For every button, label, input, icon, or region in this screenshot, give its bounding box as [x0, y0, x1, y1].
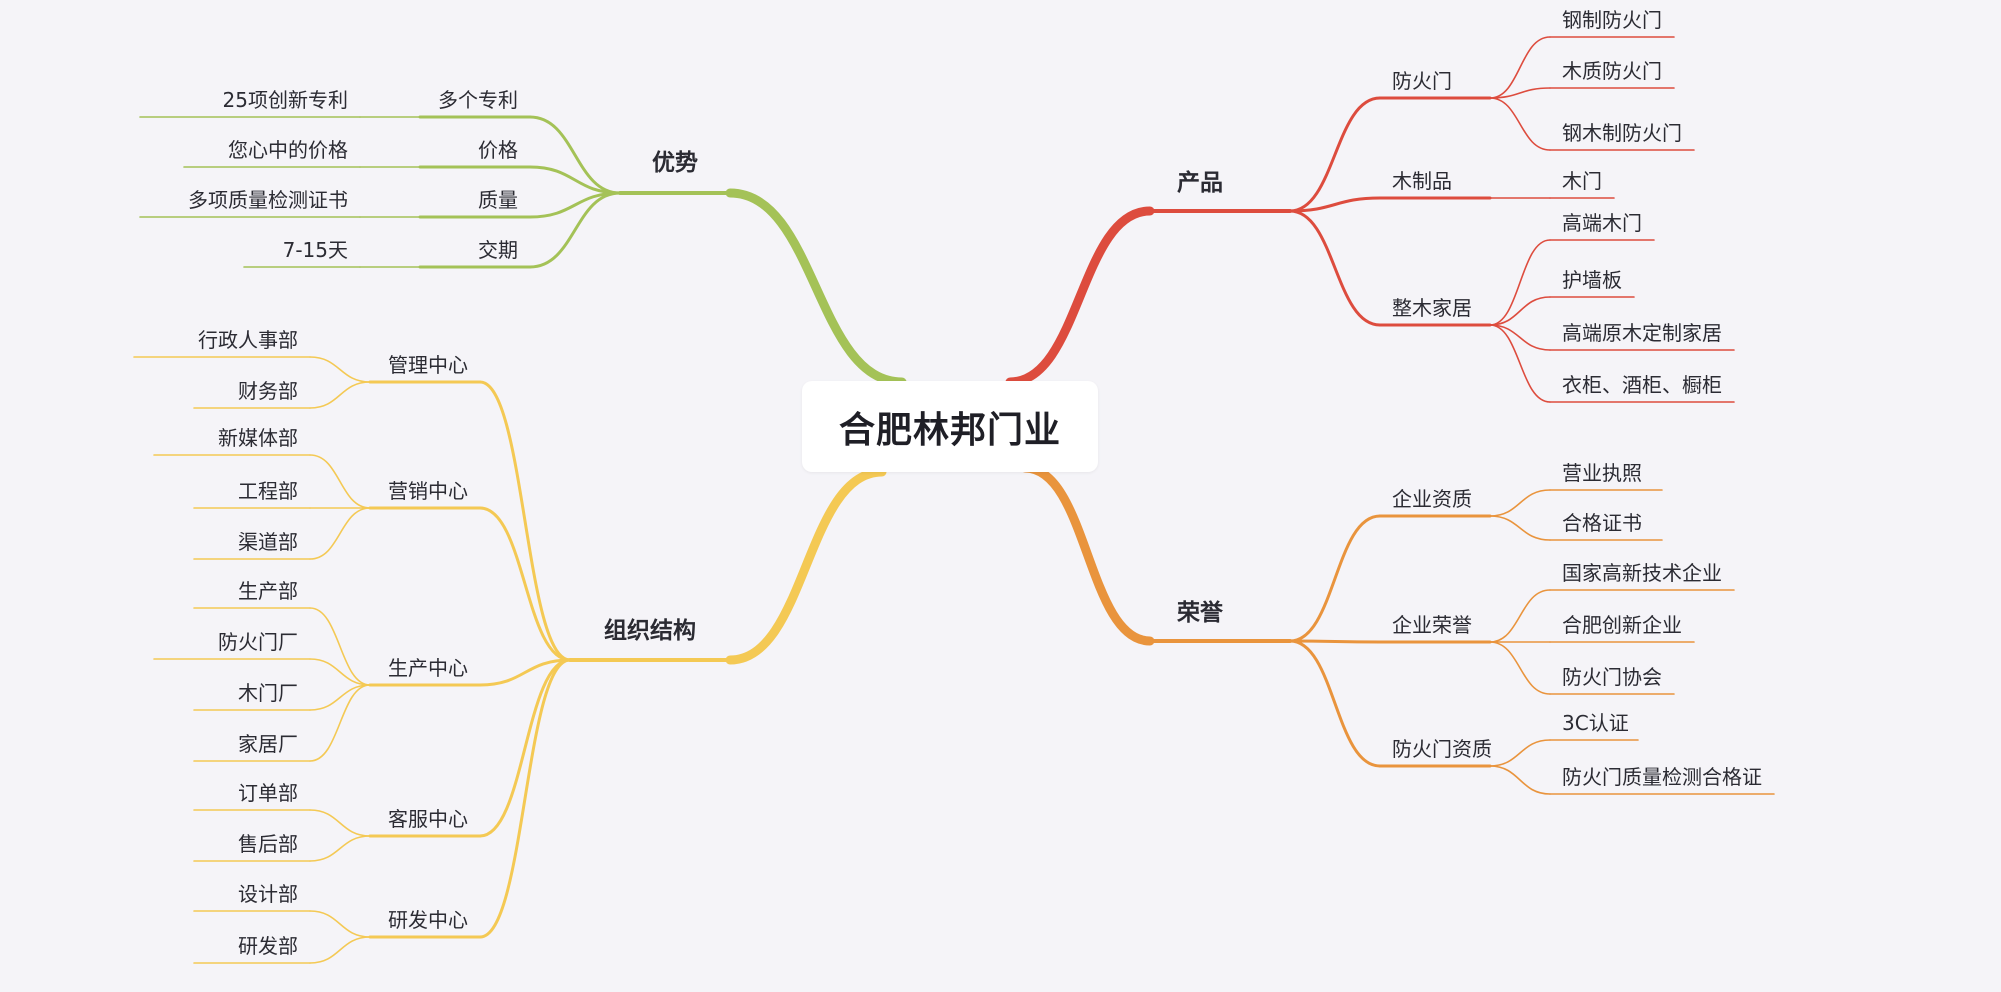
organization-leaf-topic[interactable]: 售后部: [238, 832, 298, 856]
advantages-sub-connector: [528, 165, 622, 195]
branch-label-honors[interactable]: 荣誉: [1176, 599, 1224, 626]
products-leaf-topic[interactable]: 钢制防火门: [1562, 8, 1662, 32]
honors-leaf-topic[interactable]: 营业执照: [1562, 461, 1642, 485]
honors-leaf-connector: [1489, 515, 1551, 541]
advantages-leaf-topic[interactable]: 7-15天: [283, 238, 348, 262]
honors-leaf-connector: [1489, 641, 1551, 695]
organization-leaf-topic[interactable]: 防火门厂: [218, 630, 298, 654]
organization-leaf-connector: [309, 910, 371, 938]
organization-leaf-topic[interactable]: 设计部: [238, 882, 298, 906]
advantages-sub-connector: [528, 191, 622, 269]
honors-leaf-connector: [1489, 765, 1551, 795]
products-leaf-connector: [1489, 296, 1551, 326]
organization-leaf-topic[interactable]: 木门厂: [238, 681, 298, 705]
honors-leaf-topic[interactable]: 3C认证: [1562, 711, 1629, 735]
products-sub-topic[interactable]: 木制品: [1392, 169, 1452, 193]
advantages-sub-topic[interactable]: 多个专利: [438, 88, 518, 112]
organization-sub-topic[interactable]: 生产中心: [388, 656, 468, 680]
organization-leaf-topic[interactable]: 渠道部: [238, 530, 298, 554]
organization-leaf-connector: [309, 356, 371, 383]
advantages-leaf-topic[interactable]: 25项创新专利: [223, 88, 348, 112]
organization-leaf-connector: [309, 454, 371, 509]
organization-leaf-connector: [309, 936, 371, 964]
organization-main-branch: [725, 467, 887, 665]
organization-leaf-topic[interactable]: 行政人事部: [198, 328, 298, 352]
advantages-main-branch: [725, 188, 907, 387]
products-leaf-connector: [1489, 324, 1551, 351]
honors-main-branch: [1020, 463, 1155, 646]
products-leaf-connector: [1489, 97, 1551, 151]
organization-leaf-topic[interactable]: 家居厂: [238, 732, 298, 756]
honors-leaf-connector: [1489, 489, 1551, 517]
advantages-sub-topic[interactable]: 质量: [478, 188, 518, 212]
organization-leaf-connector: [309, 684, 371, 762]
honors-leaf-topic[interactable]: 国家高新技术企业: [1562, 561, 1722, 585]
products-leaf-topic[interactable]: 高端木门: [1562, 211, 1642, 235]
products-leaf-connector: [1489, 239, 1551, 326]
products-leaf-connector: [1489, 87, 1551, 99]
organization-sub-topic[interactable]: 营销中心: [388, 479, 468, 503]
branch-label-advantages[interactable]: 优势: [652, 150, 698, 176]
products-main-branch: [1005, 206, 1155, 387]
branch-label-products[interactable]: 产品: [1177, 169, 1223, 196]
branch-label-organization[interactable]: 组织结构: [604, 617, 696, 644]
organization-sub-connector: [478, 380, 572, 662]
organization-leaf-topic[interactable]: 财务部: [238, 379, 298, 403]
central-topic-label: 合肥林邦门业: [838, 409, 1061, 451]
honors-sub-connector: [1288, 639, 1382, 644]
organization-leaf-topic[interactable]: 订单部: [238, 781, 298, 805]
products-leaf-connector: [1489, 36, 1551, 99]
organization-leaf-connector: [309, 658, 371, 686]
products-sub-connector: [1288, 96, 1382, 213]
organization-leaf-connector: [309, 835, 371, 862]
organization-sub-topic[interactable]: 客服中心: [388, 807, 468, 831]
organization-leaf-connector: [309, 607, 371, 686]
products-leaf-topic[interactable]: 衣柜、酒柜、橱柜: [1562, 373, 1722, 397]
organization-leaf-connector: [309, 809, 371, 837]
organization-sub-connector: [478, 506, 572, 662]
organization-sub-topic[interactable]: 管理中心: [388, 353, 468, 377]
honors-sub-topic[interactable]: 企业资质: [1392, 487, 1472, 511]
products-leaf-topic[interactable]: 高端原木定制家居: [1562, 321, 1722, 345]
honors-sub-topic[interactable]: 企业荣誉: [1392, 613, 1472, 637]
organization-leaf-connector: [309, 381, 371, 409]
organization-leaf-topic[interactable]: 生产部: [238, 579, 298, 603]
advantages-sub-connector: [528, 115, 622, 195]
honors-leaf-topic[interactable]: 防火门协会: [1562, 665, 1662, 689]
organization-leaf-topic[interactable]: 研发部: [238, 934, 298, 958]
advantages-sub-topic[interactable]: 交期: [478, 238, 518, 262]
organization-leaf-topic[interactable]: 新媒体部: [218, 426, 298, 450]
organization-sub-connector: [478, 658, 572, 838]
honors-sub-topic[interactable]: 防火门资质: [1392, 737, 1492, 761]
products-sub-connector: [1288, 196, 1382, 213]
advantages-leaf-topic[interactable]: 您心中的价格: [228, 138, 348, 162]
organization-leaf-topic[interactable]: 工程部: [238, 479, 298, 503]
central-topic[interactable]: 合肥林邦门业: [802, 381, 1098, 472]
products-sub-connector: [1288, 209, 1382, 327]
advantages-sub-topic[interactable]: 价格: [478, 138, 518, 162]
honors-leaf-connector: [1489, 739, 1551, 767]
organization-leaf-connector: [309, 507, 371, 560]
advantages-leaf-topic[interactable]: 多项质量检测证书: [188, 188, 348, 212]
honors-sub-connector: [1288, 639, 1382, 768]
honors-leaf-topic[interactable]: 合格证书: [1562, 511, 1642, 535]
organization-sub-topic[interactable]: 研发中心: [388, 908, 468, 932]
products-leaf-topic[interactable]: 木门: [1562, 169, 1602, 193]
products-leaf-topic[interactable]: 木质防火门: [1562, 59, 1662, 83]
products-leaf-connector: [1489, 324, 1551, 403]
honors-sub-connector: [1288, 514, 1382, 643]
products-leaf-topic[interactable]: 护墙板: [1562, 268, 1622, 292]
organization-leaf-connector: [309, 684, 371, 711]
products-sub-topic[interactable]: 防火门: [1392, 69, 1452, 93]
organization-sub-connector: [478, 658, 572, 687]
honors-leaf-topic[interactable]: 合肥创新企业: [1562, 613, 1682, 637]
products-sub-topic[interactable]: 整木家居: [1392, 296, 1472, 320]
honors-leaf-connector: [1489, 589, 1551, 643]
products-leaf-topic[interactable]: 钢木制防火门: [1562, 121, 1682, 145]
organization-sub-connector: [478, 658, 572, 939]
honors-leaf-topic[interactable]: 防火门质量检测合格证: [1562, 765, 1762, 789]
